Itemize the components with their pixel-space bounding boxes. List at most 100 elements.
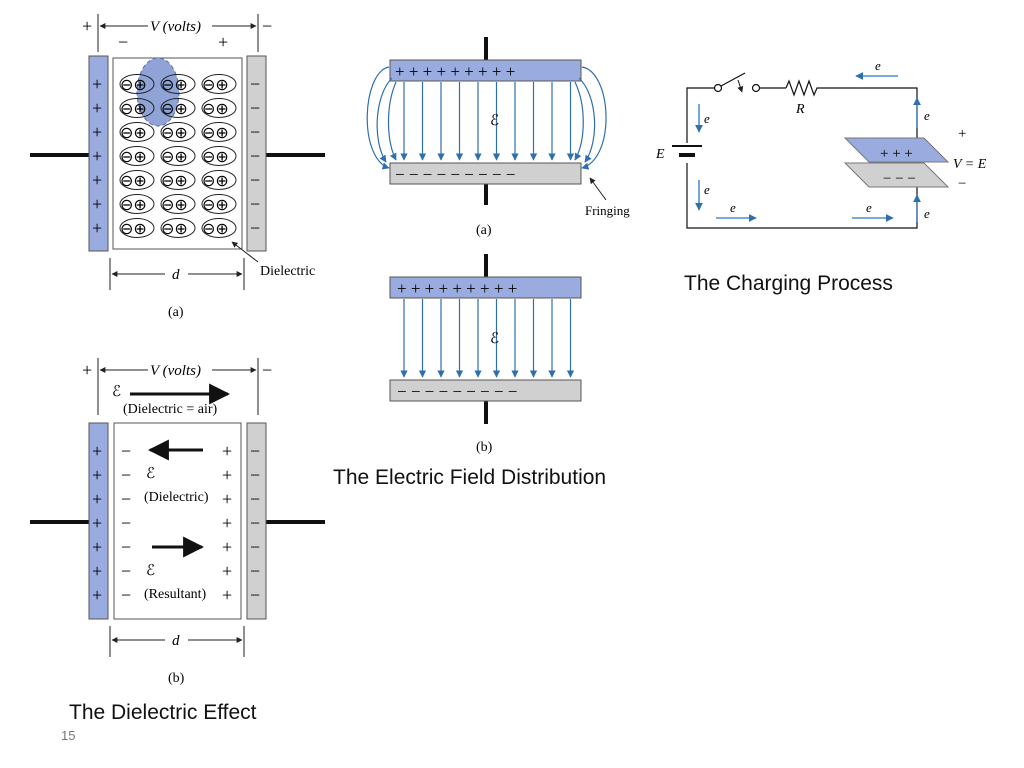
charging-circuit: R E + + + − − − + V = E − e e e e e e e xyxy=(655,58,987,229)
capacitor-positive-charges: + + + xyxy=(880,146,913,162)
switch-contact xyxy=(713,83,723,93)
dipole-charge-pair: ⊖⊕ xyxy=(120,149,147,166)
dipole-charge-pair: ⊖⊕ xyxy=(202,101,229,118)
dipole-molecule xyxy=(160,170,196,190)
dipole-charge-pair: ⊖⊕ xyxy=(161,125,188,142)
top-right-minus: − xyxy=(262,360,272,380)
dipole-charge-pair: ⊖⊕ xyxy=(161,149,188,166)
dipole-molecule xyxy=(119,218,155,238)
induced-minus-sign: − xyxy=(121,585,131,605)
plate-minus-sign: − xyxy=(250,465,260,485)
dipole-charge-pair: ⊖⊕ xyxy=(202,77,229,94)
battery-label: E xyxy=(655,147,665,162)
dipole-molecule xyxy=(119,74,155,94)
dipole-molecule xyxy=(201,74,237,94)
plate-minus-sign: − xyxy=(250,513,260,533)
air-field-symbol: ℰ xyxy=(112,384,121,400)
polarized-dielectric-diagram: + V (volts) − − + +−+−+−+−+−+−+− ⊖⊕⊖⊕⊖⊕⊖… xyxy=(30,14,325,320)
plate-minus-sign: − xyxy=(250,218,260,238)
switch-blade xyxy=(720,72,746,87)
dipole-charge-pair: ⊖⊕ xyxy=(120,197,147,214)
plate-minus-sign: − xyxy=(250,170,260,190)
dipole-molecule xyxy=(119,122,155,142)
resistor-label: R xyxy=(795,102,805,117)
dipole-molecule xyxy=(160,74,196,94)
plate-plus-sign: + xyxy=(92,146,102,166)
plate-plus-sign: + xyxy=(92,98,102,118)
plate-minus-sign: − xyxy=(250,194,260,214)
plate-plus-sign: + xyxy=(92,585,102,605)
dipole-molecule xyxy=(119,146,155,166)
dipole-charge-pair: ⊖⊕ xyxy=(202,197,229,214)
fringing-line-right-3 xyxy=(574,81,584,161)
plate-plus-sign: + xyxy=(92,218,102,238)
induced-plus-sign: + xyxy=(222,537,232,557)
electron-label: e xyxy=(704,111,710,126)
bottom-negative-plate xyxy=(389,162,582,185)
induced-minus-sign: − xyxy=(121,537,131,557)
plate-plus-sign: + xyxy=(92,122,102,142)
top-left-plus: + xyxy=(82,360,92,380)
fringing-line-right-2 xyxy=(578,77,596,163)
dipole-molecule xyxy=(160,98,196,118)
dipole-molecule xyxy=(201,98,237,118)
dielectric-label: Dielectric xyxy=(260,264,315,279)
voltage-plus: + xyxy=(958,126,966,142)
dipole-charge-pair: ⊖⊕ xyxy=(161,77,188,94)
plate-minus-sign: − xyxy=(250,74,260,94)
voltage-minus: − xyxy=(958,176,966,192)
dipole-molecule xyxy=(160,146,196,166)
electron-label: e xyxy=(730,200,736,215)
electron-label: e xyxy=(704,182,710,197)
positive-charges: + + + + + + + + + xyxy=(395,62,515,81)
caption-dielectric-effect: The Dielectric Effect xyxy=(69,701,257,724)
caption-electric-field-distribution: The Electric Field Distribution xyxy=(333,466,607,489)
positive-charges: + + + + + + + + + xyxy=(397,279,517,298)
sub-label-a: (a) xyxy=(476,223,492,238)
plate-minus-sign: − xyxy=(250,585,260,605)
plate-plus-sign: + xyxy=(92,561,102,581)
negative-plate xyxy=(246,422,267,620)
plate-plus-sign: + xyxy=(92,537,102,557)
dipole-charge-pair: ⊖⊕ xyxy=(161,101,188,118)
field-symbol: ℰ xyxy=(490,113,499,129)
negative-plate xyxy=(246,55,267,252)
air-label: (Dielectric = air) xyxy=(123,402,218,417)
dipole-charge-pair: ⊖⊕ xyxy=(120,125,147,142)
plate-plus-sign: + xyxy=(92,170,102,190)
plate-minus-sign: − xyxy=(250,561,260,581)
negative-charges: − − − − − − − − − xyxy=(395,165,515,184)
electron-label: e xyxy=(866,200,872,215)
dipole-charge-pair: ⊖⊕ xyxy=(161,221,188,238)
dipole-charge-pair: ⊖⊕ xyxy=(202,149,229,166)
induced-plus-sign: + xyxy=(222,561,232,581)
plate-plus-sign: + xyxy=(92,513,102,533)
dipole-molecule xyxy=(160,122,196,142)
voltage-label: V (volts) xyxy=(150,363,201,379)
plate-plus-sign: + xyxy=(92,489,102,509)
induced-minus-sign: − xyxy=(121,513,131,533)
top-positive-plate xyxy=(389,276,582,299)
dipole-charge-pair: ⊖⊕ xyxy=(202,173,229,190)
dipole-charge-pair: ⊖⊕ xyxy=(120,101,147,118)
dipole-molecule xyxy=(201,170,237,190)
plate-plus-sign: + xyxy=(92,194,102,214)
voltage-label: V = E xyxy=(953,157,987,172)
inner-plus-sign: + xyxy=(218,32,228,52)
dipole-molecule xyxy=(119,170,155,190)
electron-label: e xyxy=(924,108,930,123)
inner-minus-sign: − xyxy=(118,32,128,52)
bottom-negative-plate xyxy=(389,379,582,402)
dipole-charge-pair: ⊖⊕ xyxy=(120,77,147,94)
electron-label: e xyxy=(875,58,881,73)
charge-signs: +−−++−−++−−++−−++−−++−−++−−+ xyxy=(92,441,260,605)
plate-minus-sign: − xyxy=(250,98,260,118)
capacitor-positive-plate xyxy=(843,137,950,163)
electron-label: e xyxy=(924,206,930,221)
fringing-line-left-1 xyxy=(366,66,390,170)
plate-minus-sign: − xyxy=(250,537,260,557)
top-positive-plate xyxy=(389,59,582,82)
dipole-charge-pair: ⊖⊕ xyxy=(202,221,229,238)
fringing-label: Fringing xyxy=(585,203,630,218)
